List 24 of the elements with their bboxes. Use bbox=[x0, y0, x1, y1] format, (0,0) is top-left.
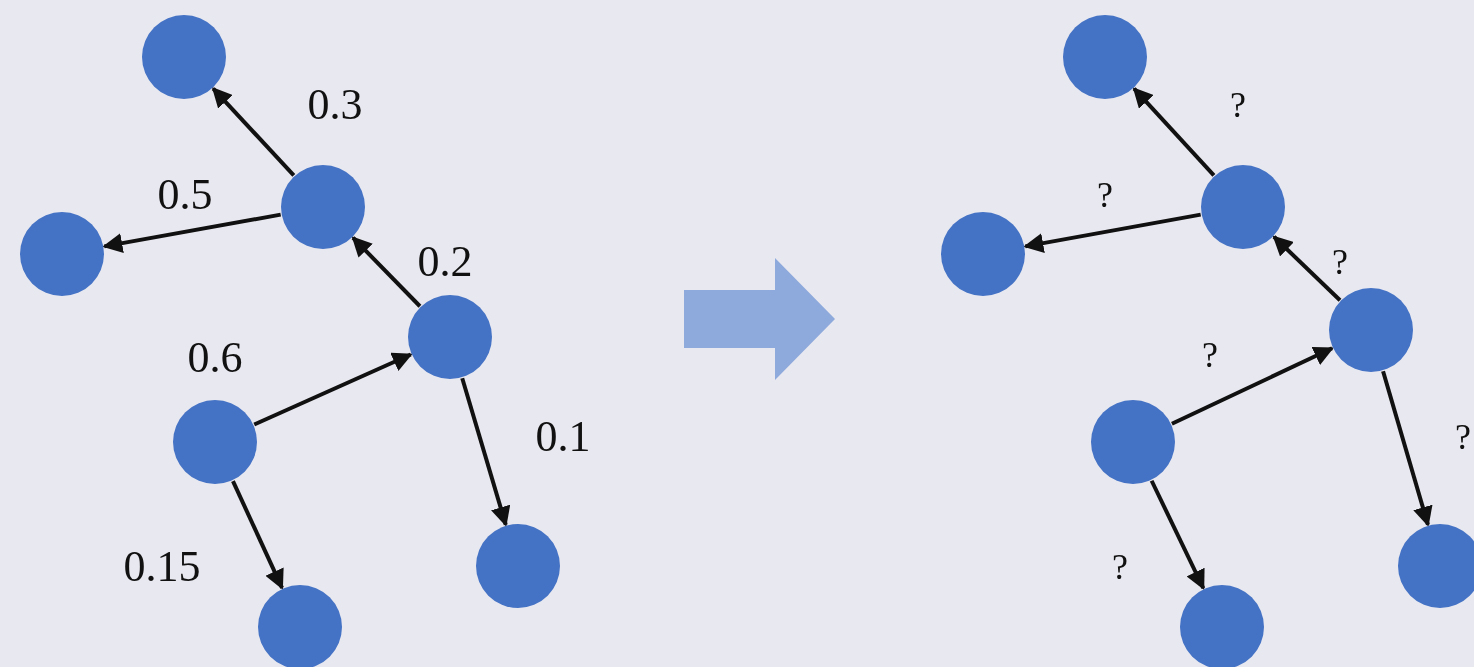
edge-label: ? bbox=[1112, 549, 1128, 585]
arrow bbox=[1171, 346, 1334, 426]
arrow bbox=[1023, 212, 1202, 253]
arrow bbox=[253, 352, 413, 427]
arrow bbox=[211, 87, 296, 177]
edge-label: ? bbox=[1202, 337, 1218, 373]
arrow bbox=[102, 212, 282, 254]
edge-label: 0.5 bbox=[157, 173, 213, 217]
arrow bbox=[1149, 479, 1206, 591]
arrow bbox=[460, 377, 511, 527]
edge-label: 0.3 bbox=[307, 83, 363, 127]
edge-label: ? bbox=[1332, 244, 1348, 280]
edge-label: 0.1 bbox=[535, 415, 591, 459]
edge-label: 0.15 bbox=[123, 545, 201, 589]
edge-label: ? bbox=[1455, 419, 1471, 455]
edge-label: 0.2 bbox=[417, 240, 473, 284]
edge-label: 0.6 bbox=[187, 336, 243, 380]
arrow bbox=[351, 236, 422, 308]
arrow bbox=[1132, 87, 1216, 177]
arrow bbox=[1272, 235, 1342, 302]
edge-label: ? bbox=[1097, 177, 1113, 213]
arrow bbox=[231, 480, 284, 590]
edge-label: ? bbox=[1230, 87, 1246, 123]
arrow bbox=[1381, 370, 1433, 527]
